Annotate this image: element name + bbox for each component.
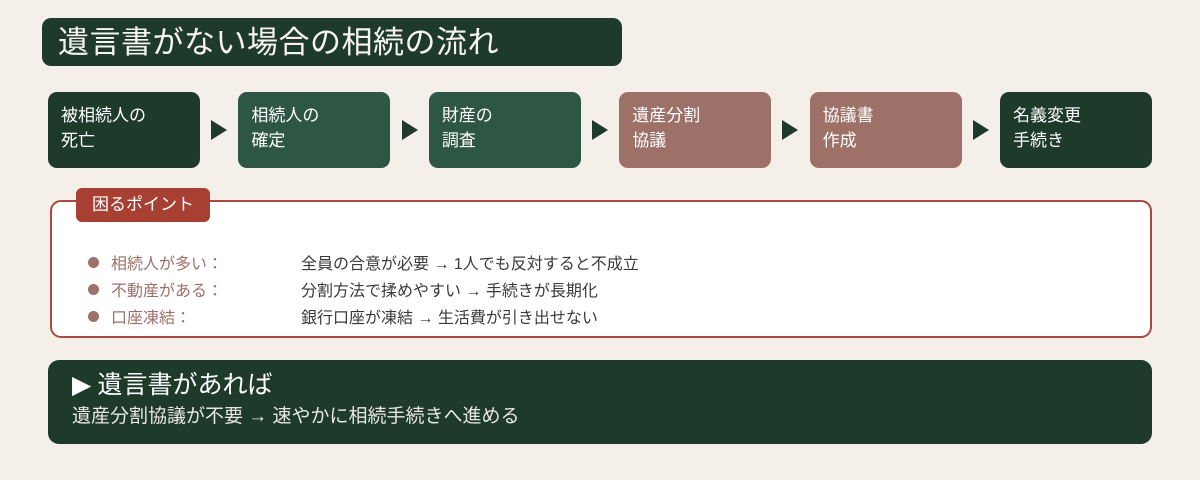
bullet-icon [88,311,99,322]
flow-step-2[interactable]: 相続人の確定 [238,92,391,168]
flow-step-label-line2: 死亡 [61,131,95,150]
flow-step-label-line1: 名義変更 [1013,106,1082,125]
flow-step-1[interactable]: 被相続人の死亡 [48,92,200,168]
flow-step-label-line2: 手続き [1013,131,1065,150]
flow-step-6[interactable]: 名義変更手続き [1000,92,1153,168]
triangle-right-icon [401,120,418,140]
trouble-point-item: 不動産がある： 分割方法で揉めやすい → 手続きが長期化 [88,277,1128,304]
flow-step-label-line2: 作成 [822,131,857,150]
trouble-point-description: 分割方法で揉めやすい → 手続きが長期化 [301,283,598,300]
flow-step-3[interactable]: 財産の調査 [428,92,581,168]
flow-step-label-line2: 調査 [441,131,476,150]
trouble-point-label: 不動産がある： [111,283,224,300]
trouble-point-description: 全員の合意が必要 → 1人でも反対すると不成立 [301,256,639,273]
flow-step-label-line1: 被相続人の [61,106,146,125]
flow-step-label-line1: 相続人の [251,106,320,125]
trouble-point-label: 口座凍結： [111,310,192,327]
flow-arrow-1 [200,120,238,140]
trouble-point-description: 銀行口座が凍結 → 生活費が引き出せない [301,310,598,327]
triangle-right-icon [211,120,228,140]
bullet-icon [88,284,99,295]
triangle-right-icon [972,120,989,140]
flow-step-5[interactable]: 協議書作成 [809,92,962,168]
flow-step-label-line2: 協議 [632,131,667,150]
flow-arrow-2 [390,120,428,140]
flow-step-4[interactable]: 遺産分割協議 [619,92,772,168]
flow-arrow-3 [581,120,619,140]
flow-step-label-line1: 遺産分割 [632,106,701,125]
trouble-point-label: 相続人が多い： [111,256,224,273]
inheritance-flow-diagram: 被相続人の死亡相続人の確定財産の調査遺産分割協議協議書作成名義変更手続き [48,92,1153,168]
flow-step-label-line2: 確定 [251,131,286,150]
bullet-icon [88,257,99,268]
flow-arrow-5 [962,120,1000,140]
trouble-points-list: 相続人が多い： 全員の合意が必要 → 1人でも反対すると不成立不動産がある： 分割方… [88,250,1128,331]
triangle-right-icon [782,120,799,140]
conclusion-panel: ▶ 遺言書があれば 遺産分割協議が不要 → 速やかに相続手続きへ進める [48,360,1152,444]
page-title-bar: 遺言書がない場合の相続の流れ [42,18,622,66]
trouble-points-panel: 困るポイント 相続人が多い： 全員の合意が必要 → 1人でも反対すると不成立不動産… [50,188,1152,338]
trouble-point-item: 相続人が多い： 全員の合意が必要 → 1人でも反対すると不成立 [88,250,1128,277]
conclusion-heading: ▶ 遺言書があれば [72,372,273,399]
trouble-point-item: 口座凍結： 銀行口座が凍結 → 生活費が引き出せない [88,304,1128,331]
page-title: 遺言書がない場合の相続の流れ [58,24,499,60]
flow-step-label-line1: 財産の [441,106,493,125]
flow-arrow-4 [771,120,809,140]
conclusion-subtitle: 遺産分割協議が不要 → 速やかに相続手続きへ進める [72,406,520,427]
triangle-right-icon [592,120,609,140]
flow-step-label-line1: 協議書 [822,106,874,125]
trouble-points-badge: 困るポイント [76,188,210,222]
